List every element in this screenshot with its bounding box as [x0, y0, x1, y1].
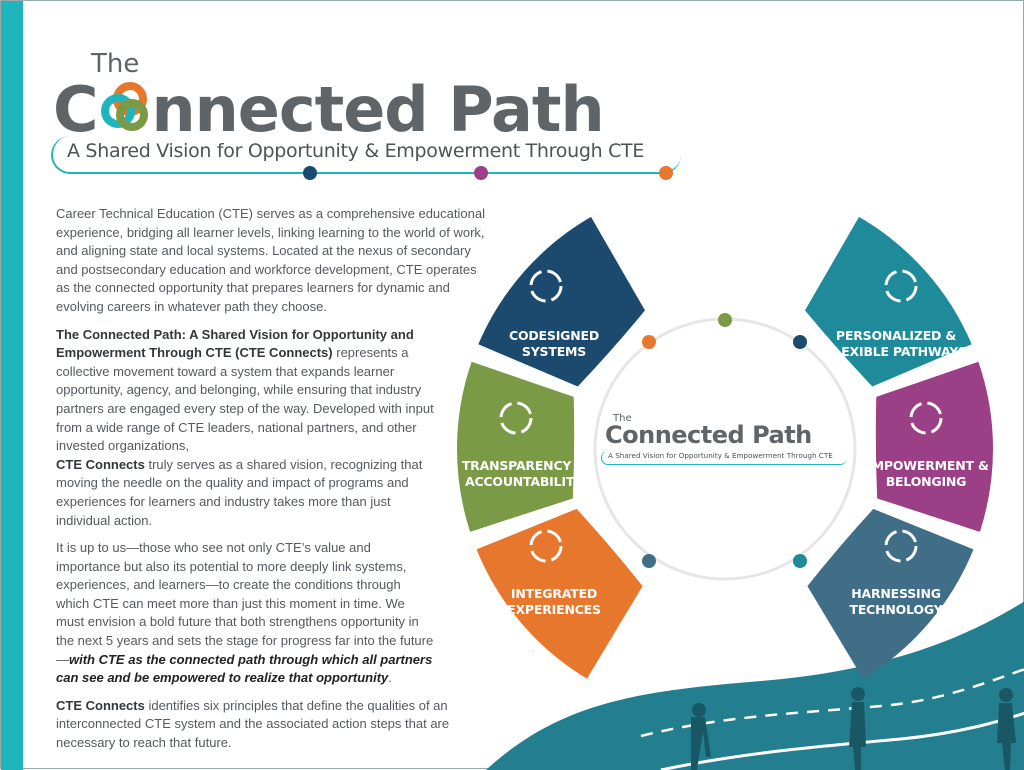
principle-label: TRANSPARENCY &ACCOUNTABILITY: [449, 458, 599, 490]
logo-the: The: [91, 49, 140, 79]
text: represents a collective movement toward …: [56, 345, 434, 454]
principle-label-line1: CODESIGNED: [508, 328, 599, 343]
walking-people: [691, 687, 1016, 770]
principle-segment: [457, 361, 575, 532]
principle-segment: [807, 508, 974, 679]
paragraph-vision: The Connected Path: A Shared Vision for …: [56, 326, 434, 531]
principle-label-line1: TRANSPARENCY &: [461, 458, 587, 473]
road-line-solid: [660, 711, 1024, 770]
lightbulb-icon: [884, 529, 918, 563]
road-line-dashed: [640, 668, 1024, 738]
tagline: A Shared Vision for Opportunity & Empowe…: [67, 140, 645, 162]
text: identifies six principles that define th…: [56, 697, 450, 751]
logo-rings-icon: [98, 77, 152, 131]
principle-label-line2: ACCOUNTABILITY: [464, 474, 584, 489]
center-logo-tagline: A Shared Vision for Opportunity & Empowe…: [601, 451, 847, 465]
principle-label: PERSONALIZED &FLEXIBLE PATHWAYS: [821, 328, 971, 360]
principle-label-line2: FLEXIBLE PATHWAYS: [825, 344, 967, 359]
gears-icon: [529, 529, 563, 563]
principle-label-line2: SYSTEMS: [521, 344, 587, 359]
bold-cte-connects: CTE Connects: [56, 456, 145, 472]
text: truly serves as a shared vision, recogni…: [56, 456, 423, 528]
principle-label-line1: INTEGRATED: [510, 586, 598, 601]
people-cheering-icon: [909, 401, 943, 435]
principle-label-line1: PERSONALIZED &: [835, 328, 957, 343]
side-accent-stripe: [1, 1, 23, 770]
principle-segment: [478, 216, 645, 387]
principle-label-line2: TECHNOLOGY: [849, 602, 943, 617]
ring-dot-slate: [642, 554, 656, 568]
bold-title: The Connected Path: A Shared Vision for …: [56, 326, 414, 361]
paragraph-call: It is up to us—those who see not only CT…: [56, 539, 434, 688]
logo-letter-c: C: [53, 73, 99, 146]
ring-dot-teal: [793, 554, 807, 568]
road-wave: [486, 601, 1024, 770]
principle-label-line2: EXPERIENCES: [507, 602, 601, 617]
text: It is up to us—those who see not only CT…: [56, 540, 434, 667]
bold-cte-connects: CTE Connects: [56, 697, 145, 713]
logo-title-rest: nnected Path: [151, 73, 605, 146]
navy-dot: [303, 166, 317, 180]
principle-segment: [875, 361, 993, 532]
magenta-dot: [474, 166, 488, 180]
center-logo-title: Connected Path: [605, 421, 812, 449]
principle-label-line1: HARNESSING: [851, 586, 941, 601]
tagline-pill: A Shared Vision for Opportunity & Empowe…: [51, 136, 681, 174]
center-logo: The Connected Path A Shared Vision for O…: [599, 413, 849, 473]
principle-label-line2: BELONGING: [885, 474, 967, 489]
text: .: [388, 670, 392, 686]
center-logo-the: The: [613, 413, 632, 424]
principle-label: EMPOWERMENT &BELONGING: [851, 458, 1001, 490]
paragraph-principles: CTE Connects identifies six principles t…: [56, 697, 486, 753]
magnifier-check-icon: [499, 401, 533, 435]
path-person-icon: [884, 269, 918, 303]
ring-dot-orange: [642, 335, 656, 349]
emphasis: with CTE as the connected path through w…: [56, 651, 433, 686]
paragraph-intro: Career Technical Education (CTE) serves …: [56, 206, 485, 314]
principle-segment: [476, 508, 643, 679]
ring-dot-navy: [793, 335, 807, 349]
principle-segment: [805, 216, 972, 387]
arrows-cycle-icon: [529, 269, 563, 303]
orange-dot: [659, 166, 673, 180]
body-text: Career Technical Education (CTE) serves …: [56, 205, 486, 762]
ring-dot-green: [718, 313, 732, 327]
principle-label-line1: EMPOWERMENT &: [863, 458, 989, 473]
